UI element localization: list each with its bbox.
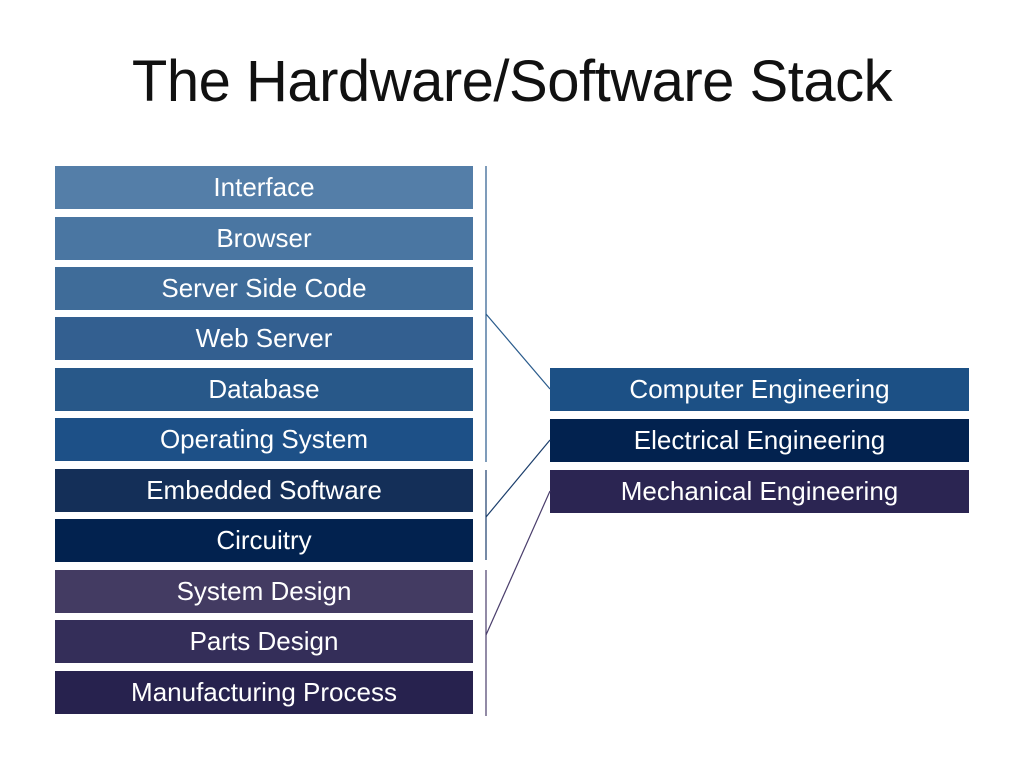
layer-label: Database xyxy=(208,374,320,404)
layer-database: Database xyxy=(55,368,473,411)
field-label: Computer Engineering xyxy=(629,374,890,404)
layer-manufacturing-process: Manufacturing Process xyxy=(55,671,473,714)
layer-server-side-code: Server Side Code xyxy=(55,267,473,310)
field-label: Electrical Engineering xyxy=(633,425,886,455)
layer-label: Browser xyxy=(216,223,312,253)
layer-label: Web Server xyxy=(195,323,333,353)
layer-browser: Browser xyxy=(55,217,473,260)
field-label: Mechanical Engineering xyxy=(620,476,899,506)
field-electrical-engineering: Electrical Engineering xyxy=(550,419,969,462)
layer-system-design: System Design xyxy=(55,570,473,613)
connector-electrical xyxy=(485,439,551,518)
layer-label: Circuitry xyxy=(216,525,312,555)
layer-interface: Interface xyxy=(55,166,473,209)
layer-operating-system: Operating System xyxy=(55,418,473,461)
layer-parts-design: Parts Design xyxy=(55,620,473,663)
layer-label: Manufacturing Process xyxy=(131,677,397,707)
connector-computer xyxy=(485,313,551,390)
layer-label: Server Side Code xyxy=(161,273,367,303)
layer-label: Embedded Software xyxy=(146,475,382,505)
layer-label: Operating System xyxy=(159,424,369,454)
layer-label: Parts Design xyxy=(189,626,339,656)
field-mechanical-engineering: Mechanical Engineering xyxy=(550,470,969,513)
slide-title: The Hardware/Software Stack xyxy=(131,49,893,114)
layer-label: Interface xyxy=(213,172,315,202)
layer-label: System Design xyxy=(176,576,352,606)
layer-embedded-software: Embedded Software xyxy=(55,469,473,512)
layer-web-server: Web Server xyxy=(55,317,473,360)
connector-mechanical xyxy=(485,490,551,636)
field-computer-engineering: Computer Engineering xyxy=(550,368,969,411)
layer-circuitry: Circuitry xyxy=(55,519,473,562)
